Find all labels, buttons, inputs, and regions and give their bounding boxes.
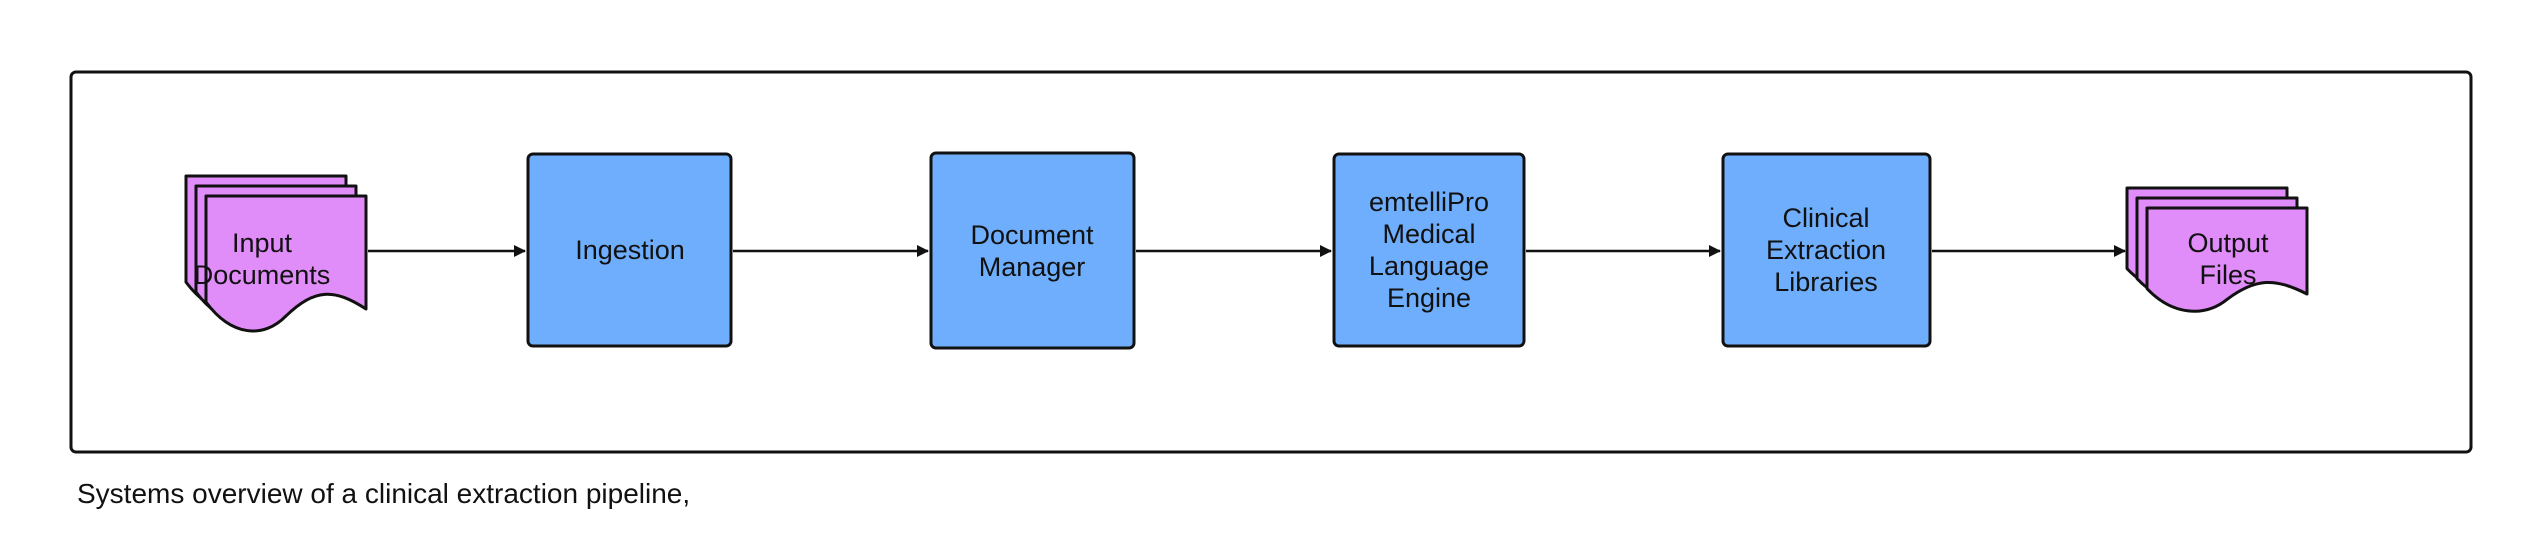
node-label-line: Ingestion bbox=[575, 235, 685, 265]
node-label-line: Clinical bbox=[1782, 203, 1869, 233]
node-label-line: Engine bbox=[1387, 283, 1471, 313]
process-box bbox=[526, 152, 733, 348]
node-label: Ingestion bbox=[575, 235, 685, 265]
node-label-line: emtelliPro bbox=[1369, 187, 1489, 217]
node-label-line: Extraction bbox=[1766, 235, 1886, 265]
process-box bbox=[1721, 152, 1932, 348]
node-label-line: Documents bbox=[194, 260, 331, 290]
node-label-line: Output bbox=[2187, 228, 2269, 258]
diagram-caption: Systems overview of a clinical extractio… bbox=[77, 478, 691, 509]
node-label-line: Libraries bbox=[1774, 267, 1878, 297]
node-ingestion: Ingestion bbox=[526, 152, 733, 348]
node-label-line: Input bbox=[232, 228, 293, 258]
node-label-line: Document bbox=[970, 220, 1094, 250]
node-label-line: Language bbox=[1369, 251, 1489, 281]
process-box bbox=[929, 151, 1136, 350]
diagram-frame bbox=[69, 70, 2473, 454]
node-label-line: Medical bbox=[1382, 219, 1475, 249]
document-front-sheet bbox=[2145, 206, 2309, 313]
node-label-line: Manager bbox=[979, 252, 1086, 282]
node-label-line: Files bbox=[2199, 260, 2256, 290]
document-front-sheet bbox=[204, 194, 368, 333]
process-box bbox=[1332, 152, 1526, 348]
